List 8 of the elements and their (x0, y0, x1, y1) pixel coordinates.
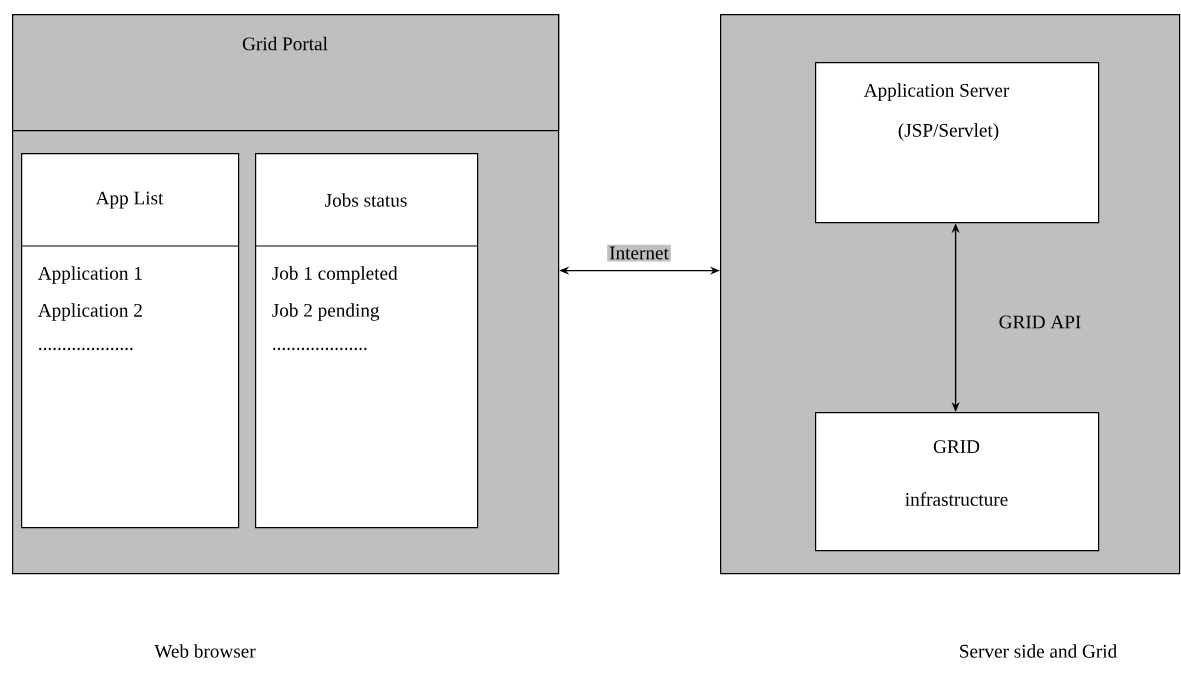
list-panel: Jobs status Job 1 completed Job 2 pending .................... (254, 153, 479, 529)
node-label: Web browser (154, 644, 256, 658)
process-box: Application Server (JSP/Servlet) (815, 62, 1100, 224)
list-panel: App List Application 1 Application 2 .................... (20, 153, 240, 529)
edge-label: Internet (607, 244, 671, 262)
process-box: GRID infrastructure (815, 412, 1100, 552)
header-band: Grid Portal (12, 14, 560, 132)
node-label: Server side and Grid (960, 644, 1117, 658)
